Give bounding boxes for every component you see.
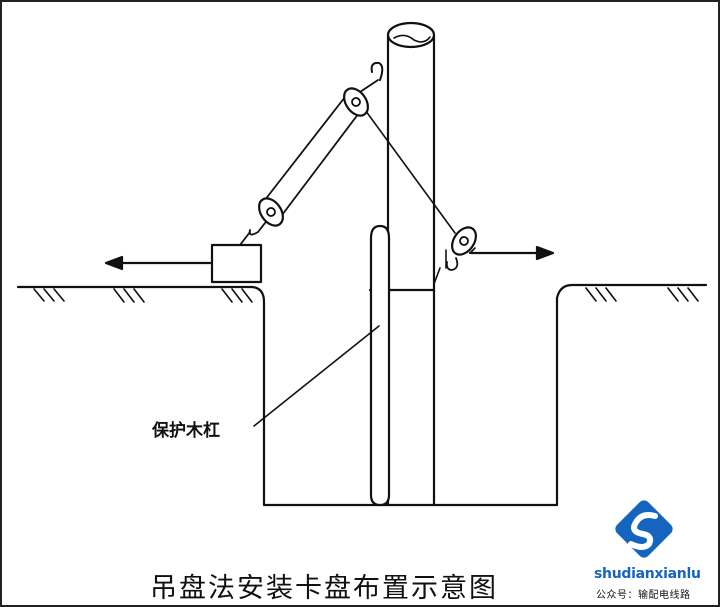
- protective-wood-bar: [369, 224, 391, 507]
- ground-hatch-left: [33, 288, 253, 303]
- rope-segment: [260, 96, 346, 206]
- diagram-caption: 吊盘法安装卡盘布置示意图: [150, 573, 498, 604]
- pulley-right: [451, 226, 477, 256]
- label-leader-line: [253, 325, 380, 427]
- anchor-block: [210, 243, 263, 284]
- block-hook: [248, 222, 266, 236]
- watermark-account: 公众号：输配电线路: [596, 590, 691, 601]
- watermark-name: shudianxianlu: [594, 566, 701, 582]
- rope-segment: [359, 79, 379, 93]
- rope-segment: [469, 247, 476, 254]
- pulley-lower: [258, 197, 284, 227]
- diamond-s-logo-icon: [615, 500, 673, 558]
- pole: [386, 21, 436, 507]
- pull-arrow-left: [104, 255, 212, 271]
- rope-segment: [359, 102, 456, 234]
- ground-hatch-right: [585, 287, 699, 302]
- pull-arrow-right: [468, 245, 555, 261]
- rope-segment: [239, 231, 251, 246]
- top-hook: [370, 61, 384, 81]
- right-hook: [445, 257, 459, 271]
- protective-wood-bar-label: 保护木杠: [152, 421, 220, 441]
- rope-segment: [433, 267, 441, 285]
- pit-outline: [16, 283, 708, 507]
- pulley-upper: [343, 87, 369, 117]
- rope-segment: [278, 108, 363, 220]
